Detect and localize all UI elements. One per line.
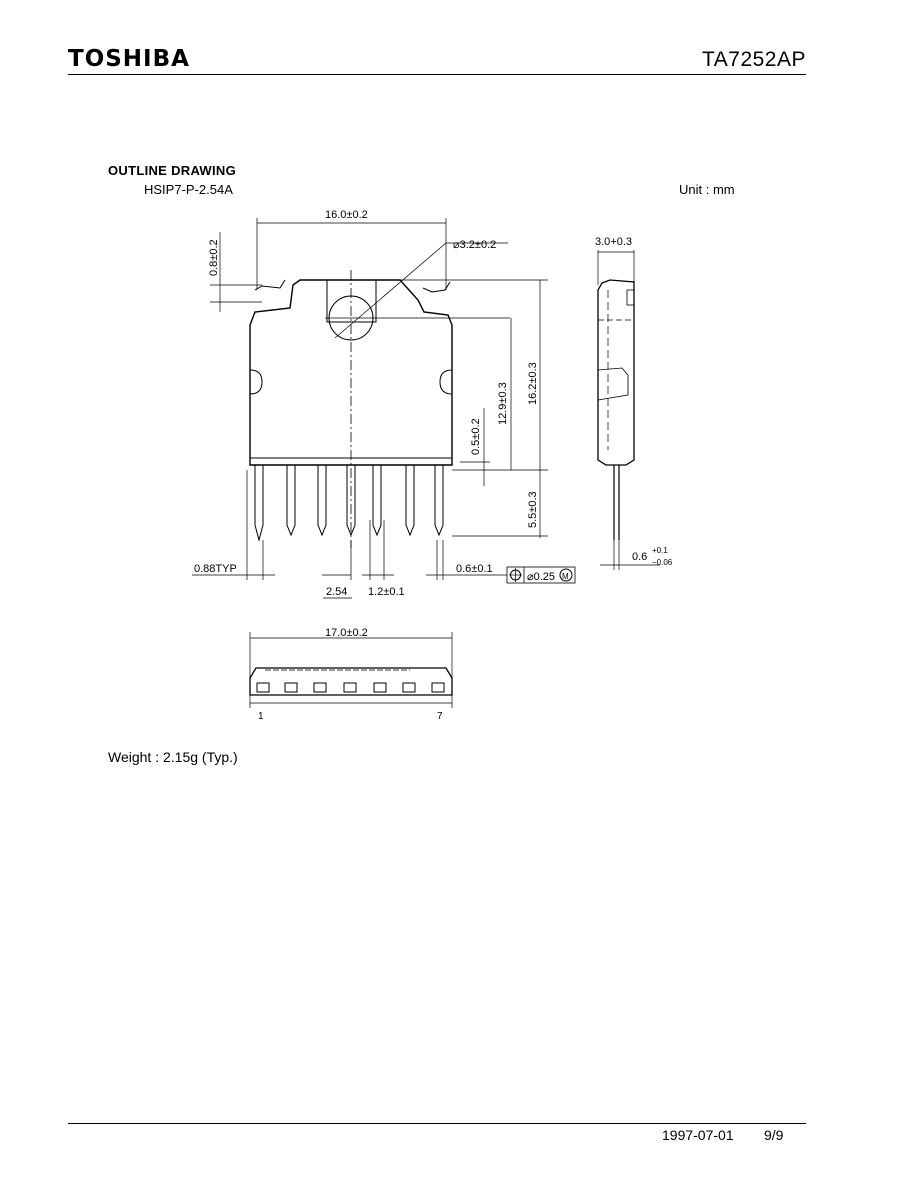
section-title: OUTLINE DRAWING <box>108 163 236 178</box>
pin-last-label: 7 <box>437 711 443 722</box>
dim-side-thickness: 3.0+0.3 <box>595 236 632 248</box>
dim-position-tol: ⌀0.25 <box>527 571 555 583</box>
unit-label: Unit : mm <box>679 182 735 197</box>
dim-position-mod: M <box>562 572 569 581</box>
header-rule <box>68 74 806 75</box>
dim-bottom-width: 17.0±0.2 <box>325 627 368 639</box>
part-number: TA7252AP <box>701 48 806 71</box>
dim-hole-dia: ⌀3.2±0.2 <box>453 239 496 251</box>
footer-date: 1997-07-01 <box>662 1127 734 1143</box>
dim-tab-thickness: 0.8±0.2 <box>208 239 220 276</box>
dim-side-lead-tol-plus: +0.1 <box>652 546 668 555</box>
dim-lead-tip-width: 0.6±0.1 <box>456 563 493 575</box>
dim-side-lead-thickness: 0.6 <box>632 551 647 563</box>
footer-page: 9/9 <box>764 1127 784 1143</box>
dim-lead-length: 5.5±0.3 <box>527 491 539 528</box>
dim-body-width: 16.0±0.2 <box>325 209 368 221</box>
dim-body-height: 16.2±0.3 <box>527 362 539 405</box>
dim-side-lead-tol-minus: −0.06 <box>652 558 673 567</box>
brand-logo: TOSHIBA <box>68 46 190 72</box>
package-code: HSIP7-P-2.54A <box>144 182 233 197</box>
pin-first-label: 1 <box>258 711 264 722</box>
footer-rule <box>68 1123 806 1124</box>
dim-hole-height: 12.9±0.3 <box>497 382 509 425</box>
dim-lead-thickness-tip: 1.2±0.1 <box>368 586 405 598</box>
weight-spec: Weight : 2.15g (Typ.) <box>108 749 238 765</box>
dim-pitch: 2.54 <box>326 586 347 598</box>
dim-lead-width-typ: 0.88TYP <box>194 563 237 575</box>
dim-lead-offset: 0.5±0.2 <box>470 418 482 455</box>
